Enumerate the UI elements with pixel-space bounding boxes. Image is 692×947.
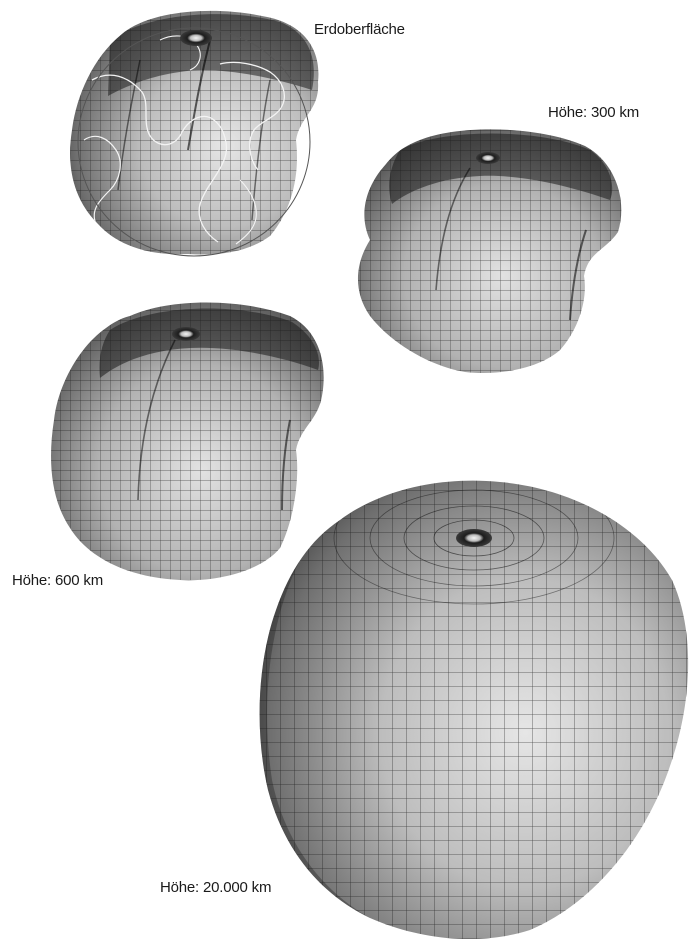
geoid-300km-shape — [350, 120, 630, 380]
label-height-20000km: Höhe: 20.000 km — [160, 879, 271, 896]
label-height-600km: Höhe: 600 km — [12, 572, 103, 589]
label-surface: Erdoberfläche — [314, 21, 405, 38]
geoid-600km-shape — [40, 290, 340, 590]
geoid-surface-shape — [60, 0, 330, 260]
label-height-300km: Höhe: 300 km — [548, 104, 639, 121]
geoid-20000km-shape — [250, 470, 692, 947]
